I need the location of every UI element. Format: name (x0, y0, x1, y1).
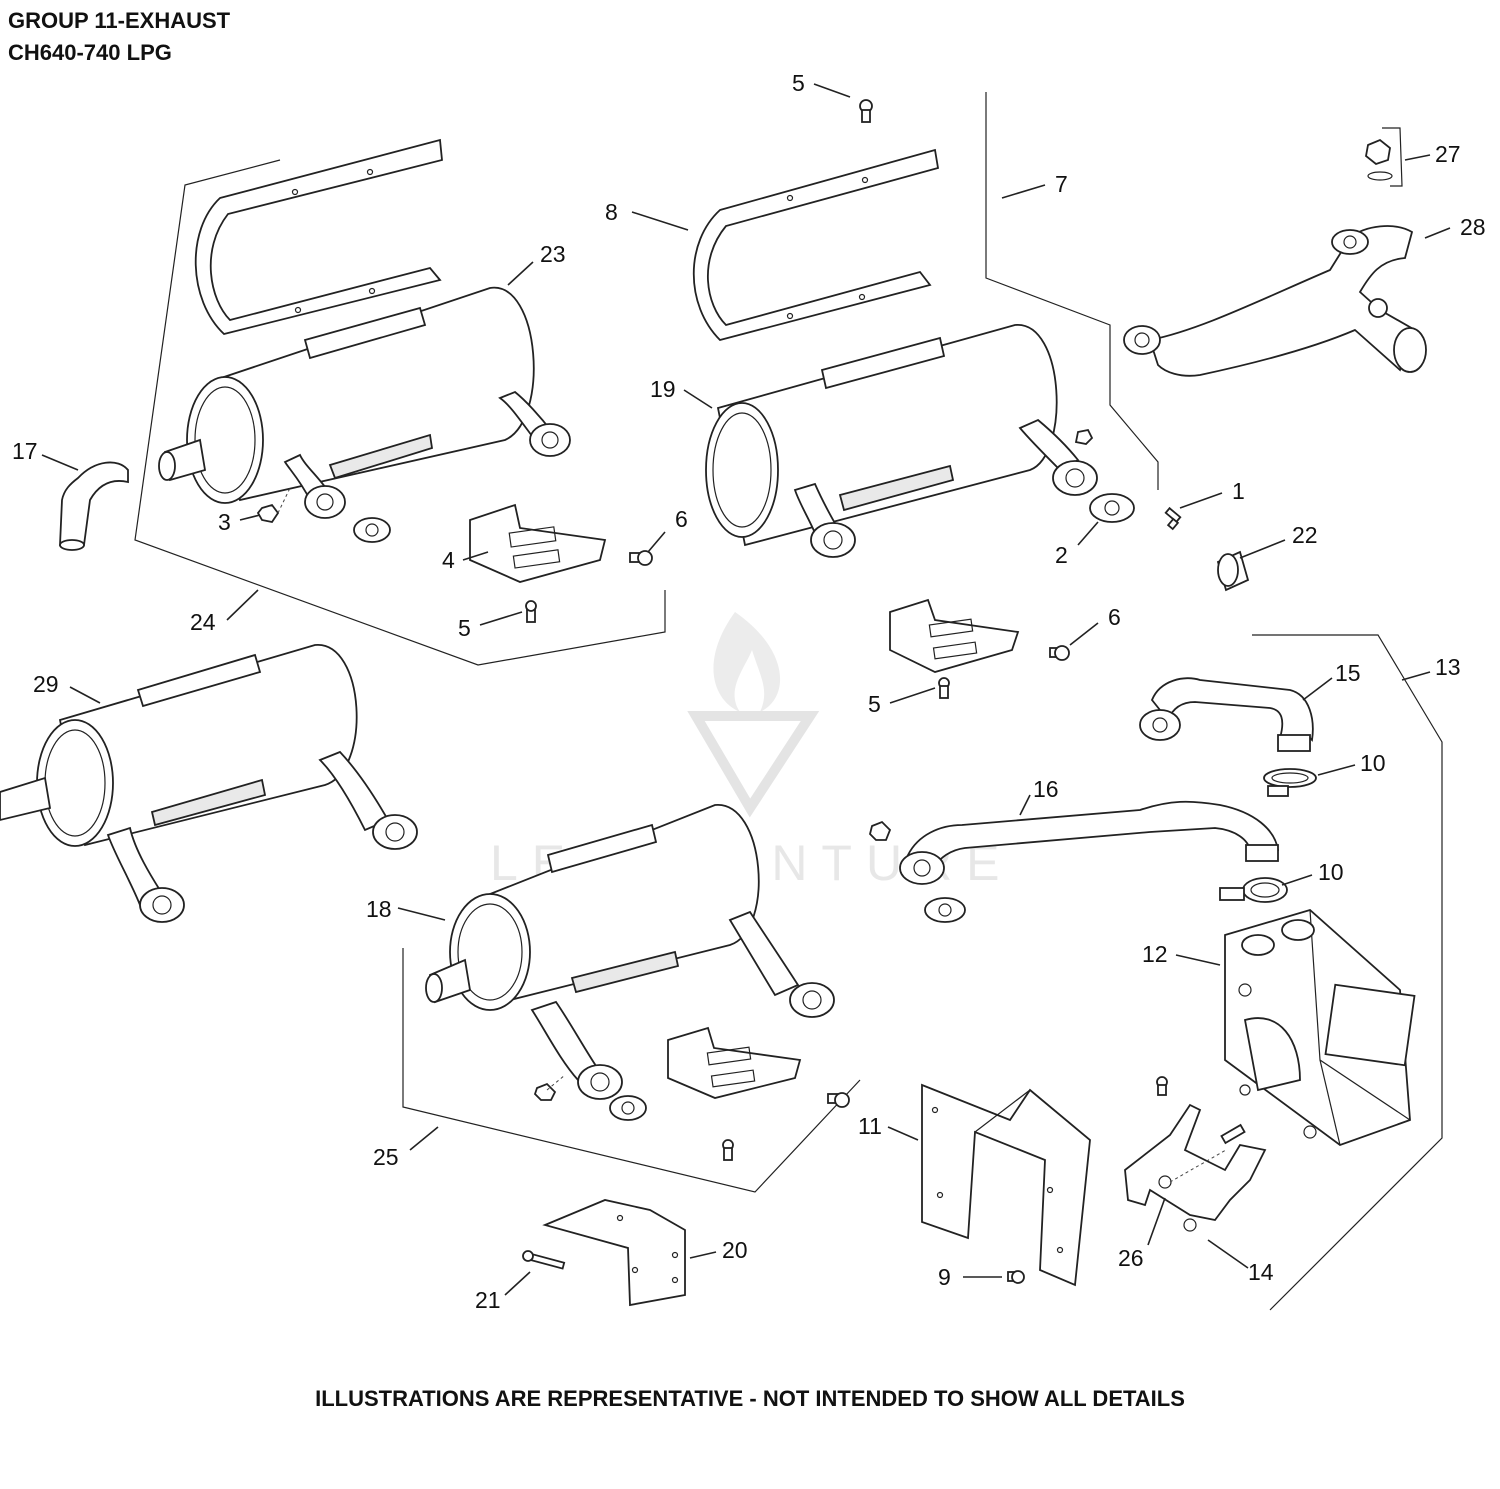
muffler-23 (158, 287, 571, 543)
callout-11: 11 (858, 1113, 882, 1139)
flame-icon (713, 612, 781, 712)
sleeve-22 (1216, 550, 1250, 592)
callout-2: 2 (1055, 542, 1068, 568)
callout-3: 3 (218, 509, 231, 535)
callout-leaders (41, 83, 1451, 1296)
callout-5: 5 (458, 615, 471, 641)
group-boundaries (134, 92, 1443, 1311)
callout-4: 4 (442, 547, 455, 573)
callout-20: 20 (722, 1237, 748, 1263)
bracket-20 (542, 1199, 686, 1307)
callout-14: 14 (1248, 1259, 1274, 1285)
callout-17: 17 (12, 438, 38, 464)
bolts-group-24 (525, 550, 653, 623)
callout-5: 5 (792, 70, 805, 96)
callout-23: 23 (540, 241, 566, 267)
heat-shield-23 (194, 138, 443, 335)
callout-25: 25 (373, 1144, 399, 1170)
pipe-15 (1139, 677, 1314, 752)
muffler-29 (0, 644, 418, 923)
y-pipe-28 (1123, 225, 1427, 377)
callout-21: 21 (475, 1287, 501, 1313)
callout-26: 26 (1118, 1245, 1144, 1271)
muffler-19 (705, 324, 1135, 558)
page-subtitle: CH640-740 LPG (8, 40, 172, 65)
heat-shield-8 (693, 148, 940, 342)
callout-1: 1 (1232, 478, 1245, 504)
bolt-21 (522, 1250, 566, 1270)
callout-15: 15 (1335, 660, 1361, 686)
callout-18: 18 (366, 896, 392, 922)
stud-1 (1164, 506, 1182, 531)
clamp-10-upper (1263, 768, 1317, 797)
callout-7: 7 (1055, 171, 1068, 197)
bolt-9 (1007, 1270, 1025, 1284)
page-title: GROUP 11-EXHAUST (8, 8, 231, 33)
shield-11 (921, 1083, 1091, 1287)
callout-9: 9 (938, 1264, 951, 1290)
callout-6: 6 (1108, 604, 1121, 630)
nut-27 (1365, 127, 1403, 187)
callout-5: 5 (868, 691, 881, 717)
callout-12: 12 (1142, 941, 1168, 967)
callout-28: 28 (1460, 214, 1486, 240)
callout-19: 19 (650, 376, 676, 402)
bracket-26-14 (1124, 1076, 1267, 1232)
muffler-12 (1224, 908, 1416, 1147)
callout-22: 22 (1292, 522, 1318, 548)
clamp-10-lower (1219, 877, 1288, 903)
bracket-mid (889, 598, 1070, 699)
callout-labels: 5 27 7 8 28 23 19 17 1 3 6 2 22 4 24 5 6… (12, 70, 1486, 1313)
nut-3 (256, 503, 280, 524)
callout-27: 27 (1435, 141, 1461, 167)
bolt-5-top (859, 99, 873, 123)
pipe-16 (869, 800, 1280, 923)
elbow-17 (59, 461, 129, 551)
muffler-18 (425, 804, 850, 1161)
callout-6: 6 (675, 506, 688, 532)
disclaimer-text: ILLUSTRATIONS ARE REPRESENTATIVE - NOT I… (315, 1386, 1185, 1411)
logo-v-icon (687, 711, 820, 818)
callout-10: 10 (1318, 859, 1344, 885)
callout-16: 16 (1033, 776, 1059, 802)
callout-29: 29 (33, 671, 59, 697)
bracket-4 (469, 503, 607, 583)
callout-24: 24 (190, 609, 216, 635)
callout-10: 10 (1360, 750, 1386, 776)
callout-13: 13 (1435, 654, 1461, 680)
dashed-leaders (277, 487, 1227, 1183)
callout-8: 8 (605, 199, 618, 225)
